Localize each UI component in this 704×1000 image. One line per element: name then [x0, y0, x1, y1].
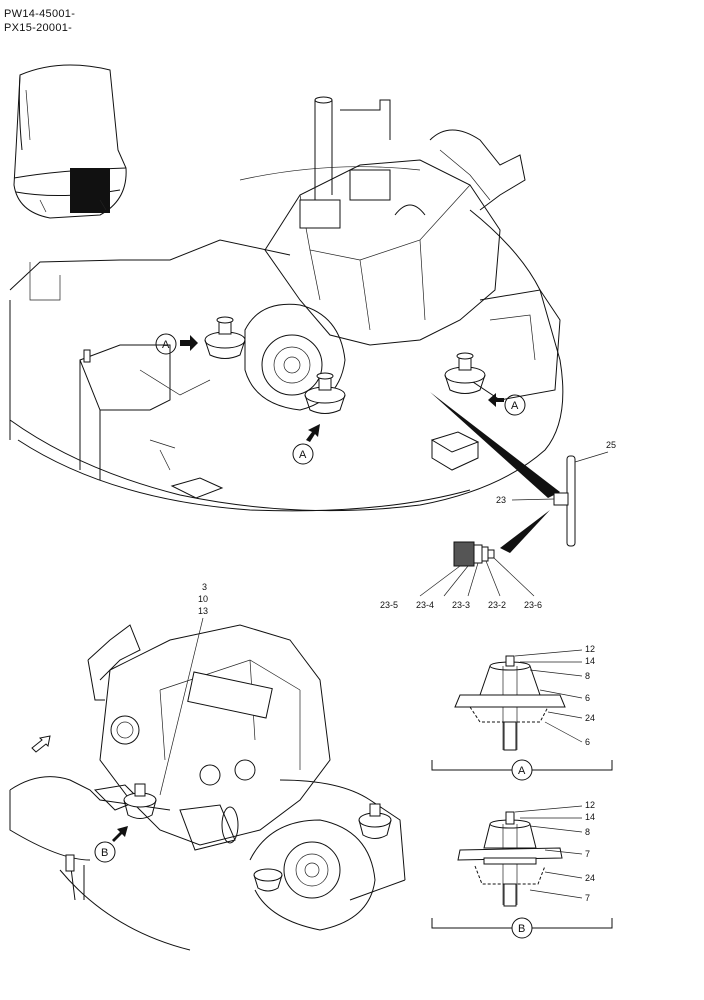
detail-b-label-7-bottom: 7	[585, 893, 590, 903]
fitting-23: 23	[496, 492, 569, 506]
view-mark-a-bottom: A	[299, 449, 307, 461]
part-label-23-5: 23-5	[380, 600, 398, 610]
view-mark-a-right: A	[511, 400, 519, 412]
view-arrow-a-right: A	[488, 393, 526, 416]
detail-b-label-8: 8	[585, 827, 590, 837]
detail-b-label-12: 12	[585, 800, 595, 810]
lower-mount-right	[358, 803, 392, 839]
lower-mount-left	[123, 783, 157, 819]
fitting-detail: 23-5 23-4 23-3 23-2 23-6	[380, 541, 542, 610]
view-arrow-a-left: A	[155, 333, 198, 355]
detail-a-label-14: 14	[585, 656, 595, 666]
detail-a: 12 14 8 6 24 6 A	[431, 644, 613, 781]
detail-b-label-24: 24	[585, 873, 595, 883]
serial-range-2: PX15-20001-	[4, 22, 73, 34]
part-label-23-2: 23-2	[488, 600, 506, 610]
view-arrow-a-bottom: A	[292, 424, 320, 465]
part-label-13: 13	[198, 606, 208, 616]
part-label-23-4: 23-4	[416, 600, 434, 610]
fitting-pointer-wedge	[430, 392, 560, 498]
fitting-detail-wedge	[500, 510, 550, 553]
view-mark-b: B	[101, 847, 108, 859]
detail-b-label-14: 14	[585, 812, 595, 822]
detail-a-label-6-top: 6	[585, 693, 590, 703]
part-label-23-3: 23-3	[452, 600, 470, 610]
detail-a-label-12: 12	[585, 644, 595, 654]
pipe-25: 25	[566, 440, 616, 547]
front-direction-arrow	[31, 735, 51, 753]
part-label-3: 3	[202, 582, 207, 592]
upper-frame-view	[9, 96, 564, 512]
part-label-23: 23	[496, 495, 506, 505]
detail-a-label-8: 8	[585, 671, 590, 681]
detail-a-label-6-bottom: 6	[585, 737, 590, 747]
part-label-23-6: 23-6	[524, 600, 542, 610]
detail-a-mark: A	[518, 765, 526, 777]
engine-mount-rear-right	[444, 352, 486, 394]
detail-a-label-24: 24	[585, 713, 595, 723]
callout-3-10-13: 3 10 13	[159, 582, 208, 796]
part-label-10: 10	[198, 594, 208, 604]
machine-locator-thumbnail	[13, 64, 127, 219]
detail-b-label-7-top: 7	[585, 849, 590, 859]
part-label-25: 25	[606, 440, 616, 450]
serial-range-1: PW14-45001-	[4, 8, 76, 20]
detail-b-mark: B	[518, 923, 525, 935]
view-mark-a-left: A	[162, 339, 170, 351]
lower-mount-center	[253, 868, 283, 892]
view-arrow-b: B	[94, 826, 128, 863]
engine-mount-front-right	[304, 372, 346, 414]
lower-frame-view	[9, 624, 406, 951]
detail-b: 12 14 8 7 24 7 B	[431, 800, 613, 939]
engine-mount-front-left	[204, 316, 246, 359]
